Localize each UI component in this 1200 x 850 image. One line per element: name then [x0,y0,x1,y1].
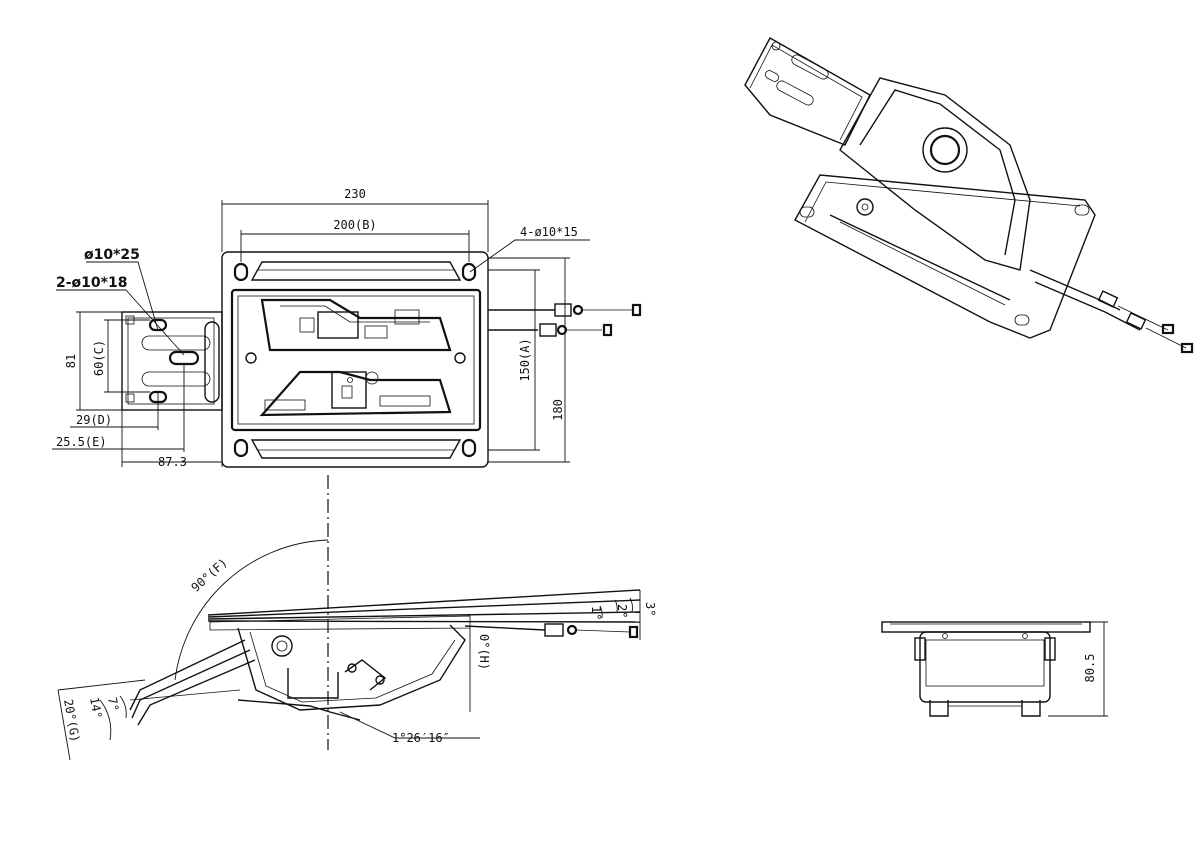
angle-zero: 0°(H) [477,634,491,670]
dim-hole-height: 150(A) [518,338,532,381]
dim-overall-height: 180 [551,399,565,421]
top-plate [221,251,489,468]
angle-base: 1°26′16″ [392,731,450,745]
dim-bracket-height: 81 [64,354,78,368]
corner-holes [233,262,477,458]
isometric-view [744,37,1194,354]
left-bracket [121,311,223,411]
angle-tilt-3: 3° [643,602,657,616]
angle-back-20: 20°(G) [61,698,82,743]
dim-front-height: 80.5 [1083,654,1097,683]
angle-back-7: 7° [105,696,121,713]
dim-overall-width: 230 [344,187,366,201]
dim-offset-d: 29(D) [76,413,112,427]
dim-offset-e: 25.5(E) [56,435,107,449]
dim-corner-holes: 4-ø10*15 [520,225,578,239]
angle-recline: 90°(F) [189,555,231,594]
front-view: 80.5 [881,621,1108,717]
side-view: 90°(F) 3° 2° 1° 7° 14° 20°(G) 0°(H) 1°26… [57,539,657,761]
dim-hole-spacing: 200(B) [333,218,376,232]
top-view: 230 200(B) 4-ø10*15 ø10*25 2-ø10*18 81 6… [52,187,642,469]
dim-slot-spacing: 60(C) [92,340,106,376]
dim-slots-small: 2-ø10*18 [56,275,127,291]
dim-bracket-length: 87.3 [158,455,187,469]
dim-slot-large: ø10*25 [84,247,140,263]
angle-tilt-1: 1° [589,606,603,620]
cables-top [488,303,642,337]
angle-tilt-2: 2° [615,604,629,618]
angle-back-14: 14° [87,696,105,720]
